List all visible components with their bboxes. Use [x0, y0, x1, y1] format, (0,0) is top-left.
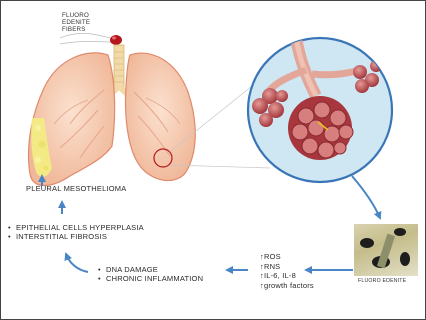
arrow-icon: [66, 254, 88, 272]
growth-factors-item: ↑growth factors: [260, 281, 314, 291]
fibers-label-line3: FIBERS: [62, 26, 90, 33]
arrow-icon: [352, 176, 380, 218]
fibers-icon: [60, 33, 122, 45]
fibrosis-list: EPITHELIAL CELLS HYPERPLASIA INTERSTITIA…: [8, 224, 144, 241]
mesothelioma-label: PLEURAL MESOTHELIOMA: [26, 185, 126, 194]
right-lung: [126, 53, 196, 180]
interstitial-item: INTERSTITIAL FIBROSIS: [8, 233, 144, 242]
fibers-label-line2: EDENITE: [62, 19, 90, 26]
zoom-circle: [248, 38, 392, 182]
fibers-label: FLUORO EDENITE FIBERS: [62, 12, 90, 33]
mediator-list: ↑ROS ↑RNS ↑IL-6, IL-8 ↑growth factors: [260, 252, 314, 290]
rns-item: ↑RNS: [260, 262, 314, 272]
damage-list: DNA DAMAGE CHRONIC INFLAMMATION: [98, 266, 203, 283]
il-item: ↑IL-6, IL-8: [260, 271, 314, 281]
chronic-inflammation-item: CHRONIC INFLAMMATION: [98, 275, 203, 284]
fibers-label-line1: FLUORO: [62, 12, 90, 19]
photo-caption: FLUORO EDENITE: [358, 279, 406, 285]
fluoro-edenite-photo: [354, 224, 418, 276]
ros-item: ↑ROS: [260, 252, 314, 262]
